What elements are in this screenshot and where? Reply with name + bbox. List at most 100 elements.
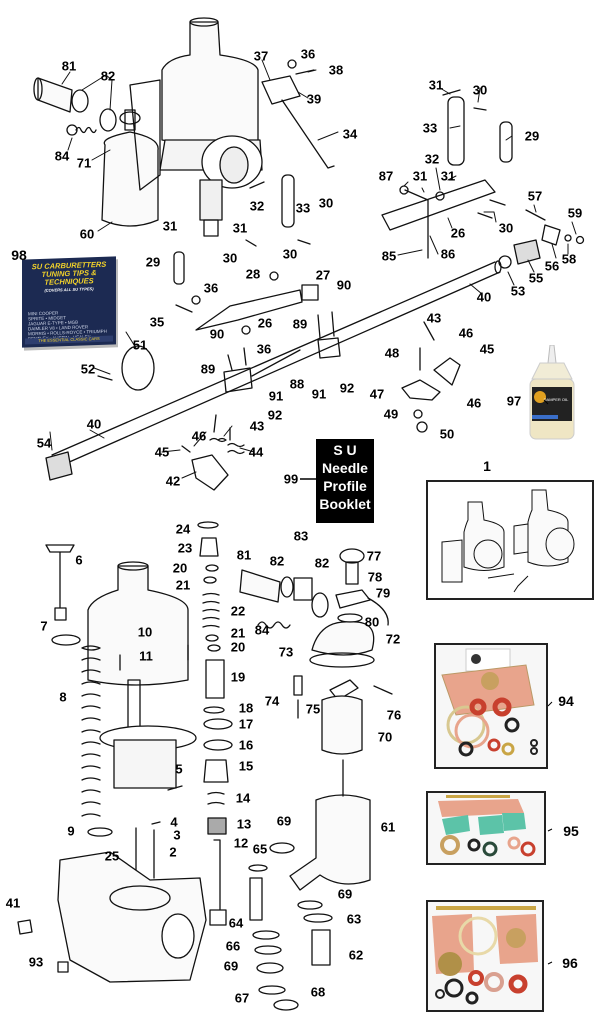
callout-9: 9 xyxy=(67,823,75,839)
part-16-washer xyxy=(203,739,233,751)
callout-45: 45 xyxy=(479,341,495,357)
part-73-gasket xyxy=(309,652,375,668)
part-74-needle-valve xyxy=(293,675,303,719)
callout-20: 20 xyxy=(230,639,246,655)
callout-84: 84 xyxy=(254,622,270,638)
part-53-clip xyxy=(498,255,512,269)
suction-chamber xyxy=(87,561,189,686)
callout-31: 31 xyxy=(428,77,444,93)
needle-profile-booklet: S U Needle Profile Booklet xyxy=(316,439,374,523)
callout-36: 36 xyxy=(256,341,272,357)
callout-6: 6 xyxy=(75,552,83,568)
callout-93: 93 xyxy=(28,954,44,970)
part-76-pin xyxy=(373,685,393,695)
part-30-bolt xyxy=(245,239,311,247)
part-20-washer xyxy=(205,564,219,572)
part-19-bush xyxy=(205,659,225,699)
callout-10: 10 xyxy=(137,624,153,640)
callout-53: 53 xyxy=(510,283,526,299)
part-79-pipe xyxy=(335,589,389,626)
callout-44: 44 xyxy=(248,444,264,460)
part-26-lever xyxy=(195,289,303,331)
callout-65: 65 xyxy=(252,841,268,857)
callout-11: 11 xyxy=(139,648,153,664)
part-32-pin xyxy=(249,181,265,189)
callout-4: 4 xyxy=(170,814,178,830)
part-36-nut xyxy=(287,59,297,69)
callout-36: 36 xyxy=(300,46,316,62)
part-31-pin xyxy=(442,89,461,96)
callout-66: 66 xyxy=(225,938,241,954)
callout-85: 85 xyxy=(381,248,397,264)
callout-92: 92 xyxy=(339,380,355,396)
part-87-washer xyxy=(399,185,409,195)
part-23-cap xyxy=(199,537,219,557)
part-50-nut xyxy=(416,421,428,433)
callout-94: 94 xyxy=(558,693,574,709)
callout-8: 8 xyxy=(59,689,67,705)
callout-68: 68 xyxy=(310,984,326,1000)
callout-21: 21 xyxy=(175,577,191,593)
callout-81: 81 xyxy=(236,547,252,563)
callout-31: 31 xyxy=(440,168,456,184)
callout-74: 74 xyxy=(264,693,280,709)
callout-67: 67 xyxy=(234,990,250,1006)
callout-86: 86 xyxy=(440,246,456,262)
callout-70: 70 xyxy=(377,729,393,745)
callout-30: 30 xyxy=(498,220,514,236)
callout-51: 51 xyxy=(132,337,148,353)
booklet-line: Needle xyxy=(322,460,368,476)
callout-97: 97 xyxy=(506,393,522,409)
callout-18: 18 xyxy=(238,700,254,716)
part-90-screw xyxy=(317,311,335,339)
part-36-nut xyxy=(191,295,201,305)
part-78-body xyxy=(345,561,359,585)
callout-63: 63 xyxy=(346,911,362,927)
part-64-bolt xyxy=(249,877,263,921)
callout-54: 54 xyxy=(36,435,52,451)
part-6-damper xyxy=(45,544,75,621)
part-69-washer xyxy=(254,945,282,955)
part-22-spring xyxy=(202,592,220,628)
part-43-screw xyxy=(213,414,231,441)
callout-30: 30 xyxy=(282,246,298,262)
callout-13: 13 xyxy=(236,816,252,832)
part-4-clip xyxy=(151,821,161,825)
part-37-lever xyxy=(261,75,301,105)
callout-58: 58 xyxy=(561,251,577,267)
part-35-pin xyxy=(175,304,193,313)
callout-46: 46 xyxy=(466,395,482,411)
callout-39: 39 xyxy=(306,91,322,107)
gasket-kit-94-image xyxy=(434,643,548,769)
part-21-washer xyxy=(205,634,219,642)
part-34-rod xyxy=(281,99,335,169)
callout-76: 76 xyxy=(386,707,402,723)
callout-79: 79 xyxy=(375,585,391,601)
part-68-nut xyxy=(273,999,299,1011)
callout-29: 29 xyxy=(145,254,161,270)
callout-47: 47 xyxy=(369,386,385,402)
part-77-cap xyxy=(339,548,365,564)
part-29-spring xyxy=(499,121,513,163)
part-70-float xyxy=(321,695,363,755)
part-32-washer xyxy=(435,191,445,201)
part-17-washer xyxy=(203,718,233,730)
part-82-washer xyxy=(71,89,89,113)
callout-81: 81 xyxy=(61,58,77,74)
part-18-washer xyxy=(203,706,225,714)
callout-3: 3 xyxy=(173,827,181,843)
carburettor-assembly-top xyxy=(101,17,263,237)
callout-16: 16 xyxy=(238,737,254,753)
callout-15: 15 xyxy=(238,758,254,774)
part-27-clip xyxy=(301,284,319,301)
callout-64: 64 xyxy=(228,915,244,931)
callout-43: 43 xyxy=(426,310,442,326)
callout-30: 30 xyxy=(318,195,334,211)
callout-41: 41 xyxy=(5,895,21,911)
callout-98: 98 xyxy=(11,247,27,263)
part-5-screw xyxy=(167,785,183,791)
callout-33: 33 xyxy=(295,200,311,216)
callout-69: 69 xyxy=(337,886,353,902)
callout-62: 62 xyxy=(348,947,364,963)
callout-21: 21 xyxy=(230,625,246,641)
